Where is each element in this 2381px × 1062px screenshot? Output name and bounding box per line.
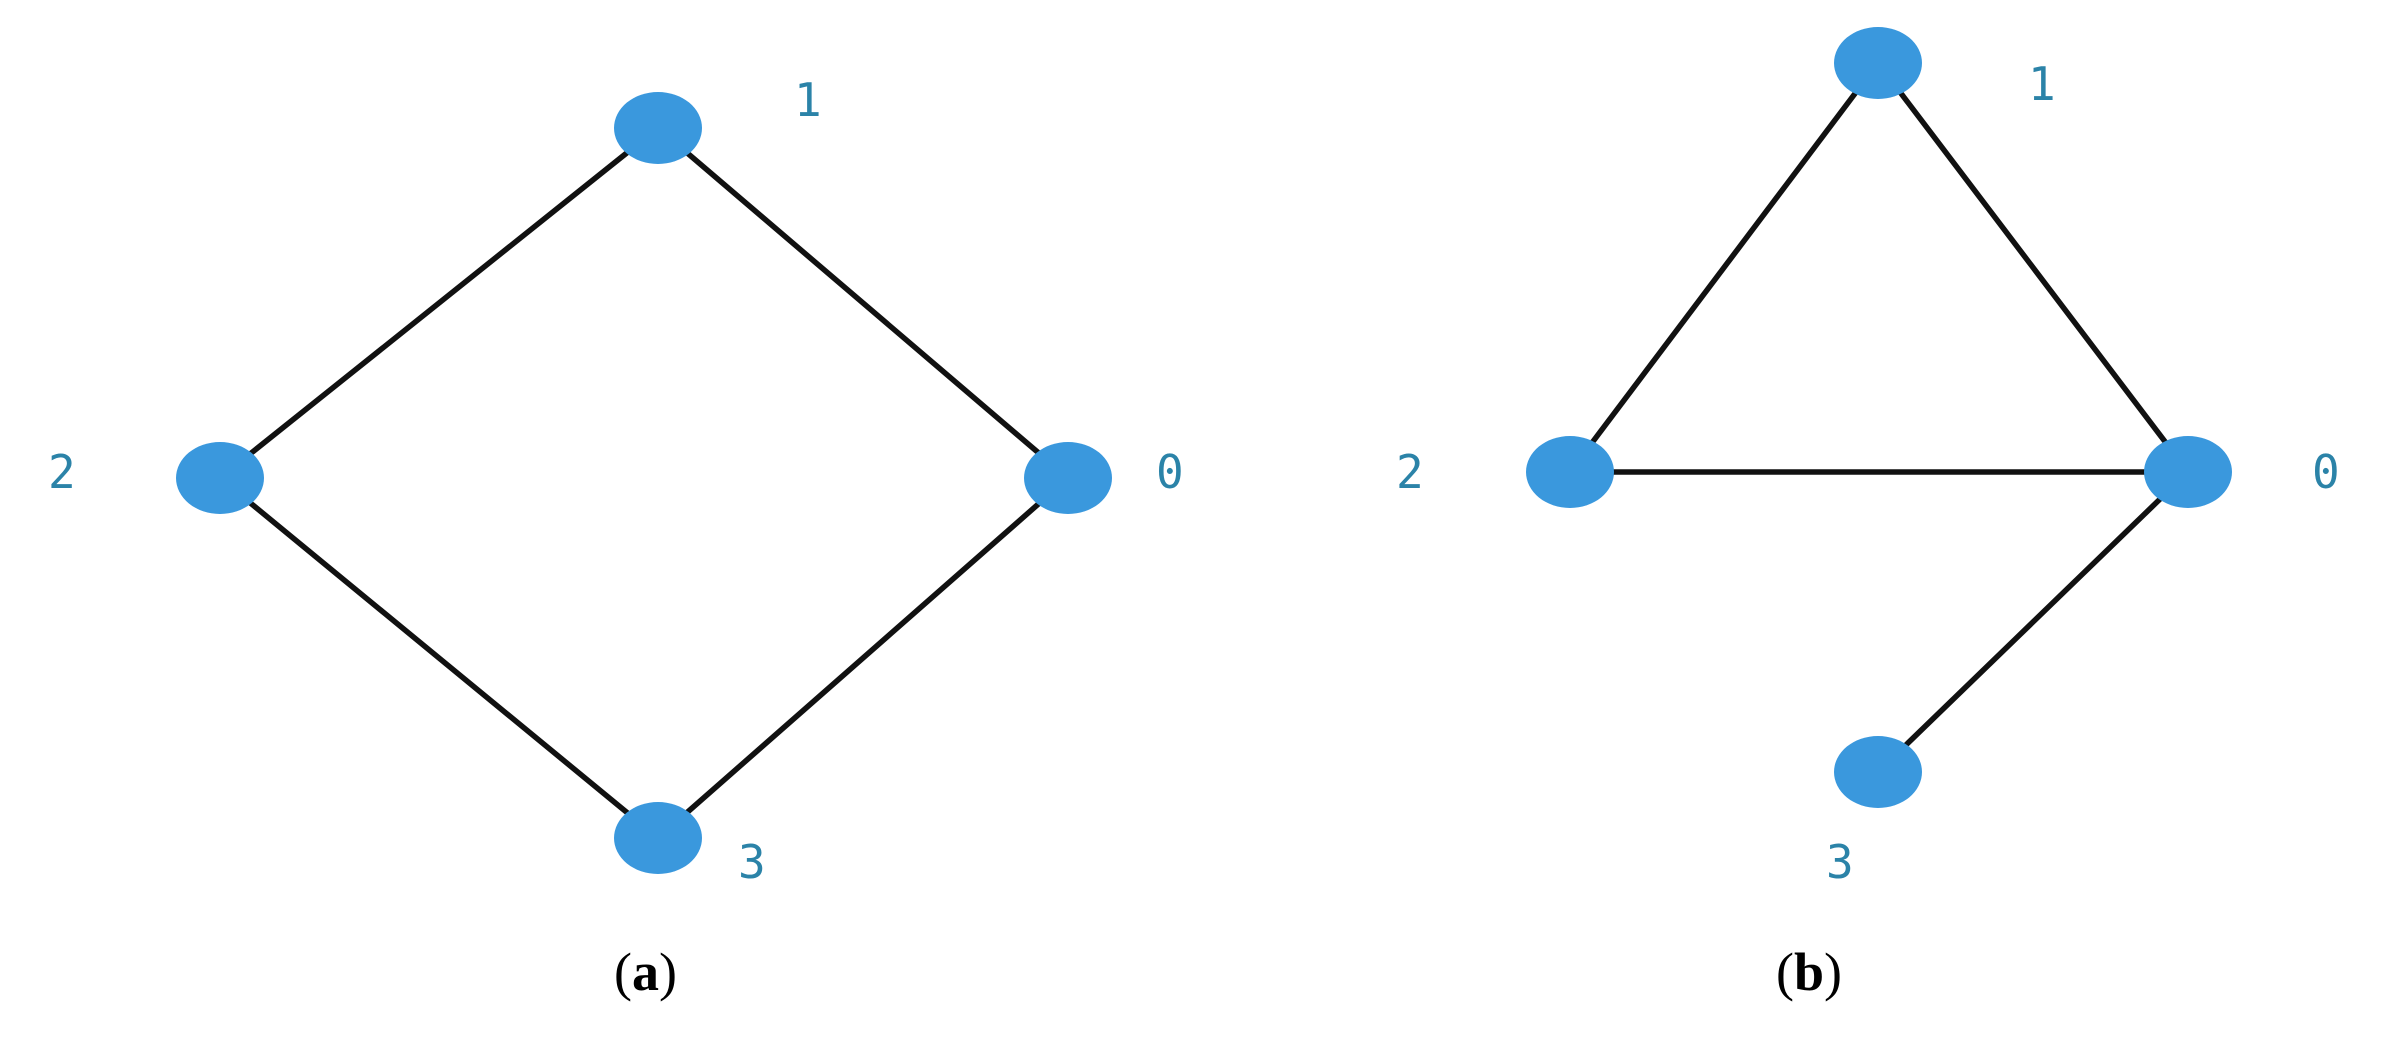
caption-a-close: ) xyxy=(659,942,677,1002)
edge-b-1-2 xyxy=(1567,60,1881,475)
node-a-1 xyxy=(614,92,702,164)
label-a-1: 1 xyxy=(794,73,822,127)
node-a-0 xyxy=(1024,442,1112,514)
node-a-2 xyxy=(176,442,264,514)
label-b-3: 3 xyxy=(1826,835,1854,889)
panel-a: 1 2 0 3 (a) xyxy=(48,73,1184,1002)
label-a-2: 2 xyxy=(48,445,76,499)
node-b-2 xyxy=(1526,436,1614,508)
caption-b-letter: b xyxy=(1794,942,1824,1002)
label-a-0: 0 xyxy=(1156,445,1184,499)
caption-b-open: ( xyxy=(1776,942,1794,1002)
edge-a-1-0 xyxy=(655,125,1071,481)
edge-b-0-3 xyxy=(1875,469,2191,775)
caption-b: (b) xyxy=(1776,942,1842,1002)
label-b-2: 2 xyxy=(1396,445,1424,499)
node-a-3 xyxy=(614,802,702,874)
edge-a-1-2 xyxy=(217,125,661,481)
edge-b-1-0 xyxy=(1875,60,2191,475)
caption-b-close: ) xyxy=(1824,942,1842,1002)
panel-b: 1 2 0 3 (b) xyxy=(1396,27,2340,1002)
caption-a: (a) xyxy=(614,942,677,1002)
node-b-1 xyxy=(1834,27,1922,99)
label-b-1: 1 xyxy=(2028,57,2056,111)
label-b-0: 0 xyxy=(2312,445,2340,499)
edge-a-2-3 xyxy=(217,475,661,841)
node-b-3 xyxy=(1834,736,1922,808)
caption-a-open: ( xyxy=(614,942,632,1002)
label-a-3: 3 xyxy=(738,835,766,889)
node-b-0 xyxy=(2144,436,2232,508)
edge-a-0-3 xyxy=(655,475,1071,841)
caption-a-letter: a xyxy=(632,942,659,1002)
